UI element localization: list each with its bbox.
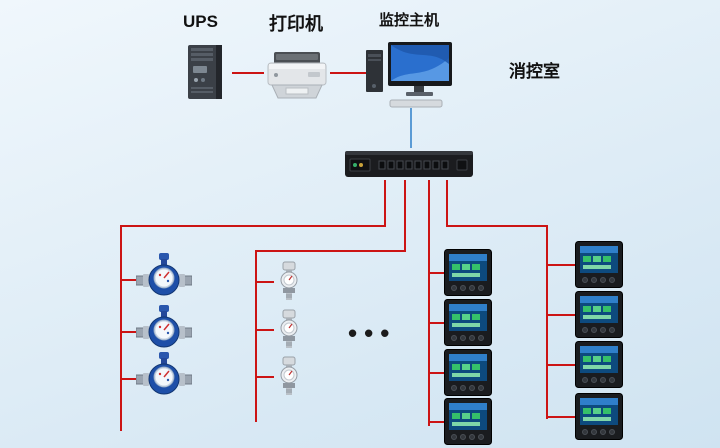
more-branches-ellipsis: ••• xyxy=(348,318,397,348)
link-printer-host xyxy=(330,72,366,74)
stub-water-meter-1 xyxy=(120,279,138,281)
trunk-right xyxy=(446,225,548,227)
stub-sensor-2 xyxy=(255,329,274,331)
ups-label: UPS xyxy=(183,12,218,31)
digital-power-meter-icon xyxy=(575,241,623,288)
pressure-sensor-icon xyxy=(272,309,306,349)
water-meter-icon xyxy=(136,303,192,349)
water-meter-icon xyxy=(136,350,192,396)
stub-water-meter-3 xyxy=(120,378,138,380)
digital-power-meter-icon xyxy=(575,291,623,338)
monitoring-host-pc-icon xyxy=(364,40,460,108)
stub-outer-meter-2 xyxy=(546,314,576,316)
water-meter-icon xyxy=(136,251,192,297)
control-room-label: 消控室 xyxy=(509,62,560,81)
stub-sensor-3 xyxy=(255,376,274,378)
ups-tower-icon xyxy=(178,42,234,102)
stub-inner-meter-2 xyxy=(428,322,446,324)
gateway-drop-2 xyxy=(404,180,406,250)
printer-label: 打印机 xyxy=(269,14,323,34)
stub-outer-meter-4 xyxy=(546,416,576,418)
stub-sensor-1 xyxy=(255,281,274,283)
stub-water-meter-2 xyxy=(120,331,138,333)
digital-power-meter-icon xyxy=(575,341,623,388)
stub-outer-meter-1 xyxy=(546,264,576,266)
gateway-drop-4 xyxy=(446,180,448,226)
rack-data-collector-icon xyxy=(345,148,473,180)
stub-outer-meter-3 xyxy=(546,364,576,366)
stub-inner-meter-3 xyxy=(428,372,446,374)
bus-sensors xyxy=(255,250,257,422)
gateway-drop-1 xyxy=(384,180,386,226)
stub-inner-meter-4 xyxy=(428,421,446,423)
laser-printer-icon xyxy=(262,50,332,105)
link-ups-printer xyxy=(232,72,264,74)
pressure-sensor-icon xyxy=(272,261,306,301)
pressure-sensor-icon xyxy=(272,356,306,396)
trunk-left xyxy=(120,225,386,227)
digital-power-meter-icon xyxy=(444,249,492,296)
gateway-drop-3-bus-inner-meters xyxy=(428,180,430,426)
stub-inner-meter-1 xyxy=(428,272,446,274)
trunk-sensors xyxy=(255,250,406,252)
link-host-gateway xyxy=(410,108,412,148)
monitoring-host-label: 监控主机 xyxy=(379,12,440,29)
digital-power-meter-icon xyxy=(575,393,623,440)
bus-water-meters xyxy=(120,225,122,431)
bus-outer-meters xyxy=(546,225,548,419)
digital-power-meter-icon xyxy=(444,299,492,346)
digital-power-meter-icon xyxy=(444,398,492,445)
digital-power-meter-icon xyxy=(444,349,492,396)
